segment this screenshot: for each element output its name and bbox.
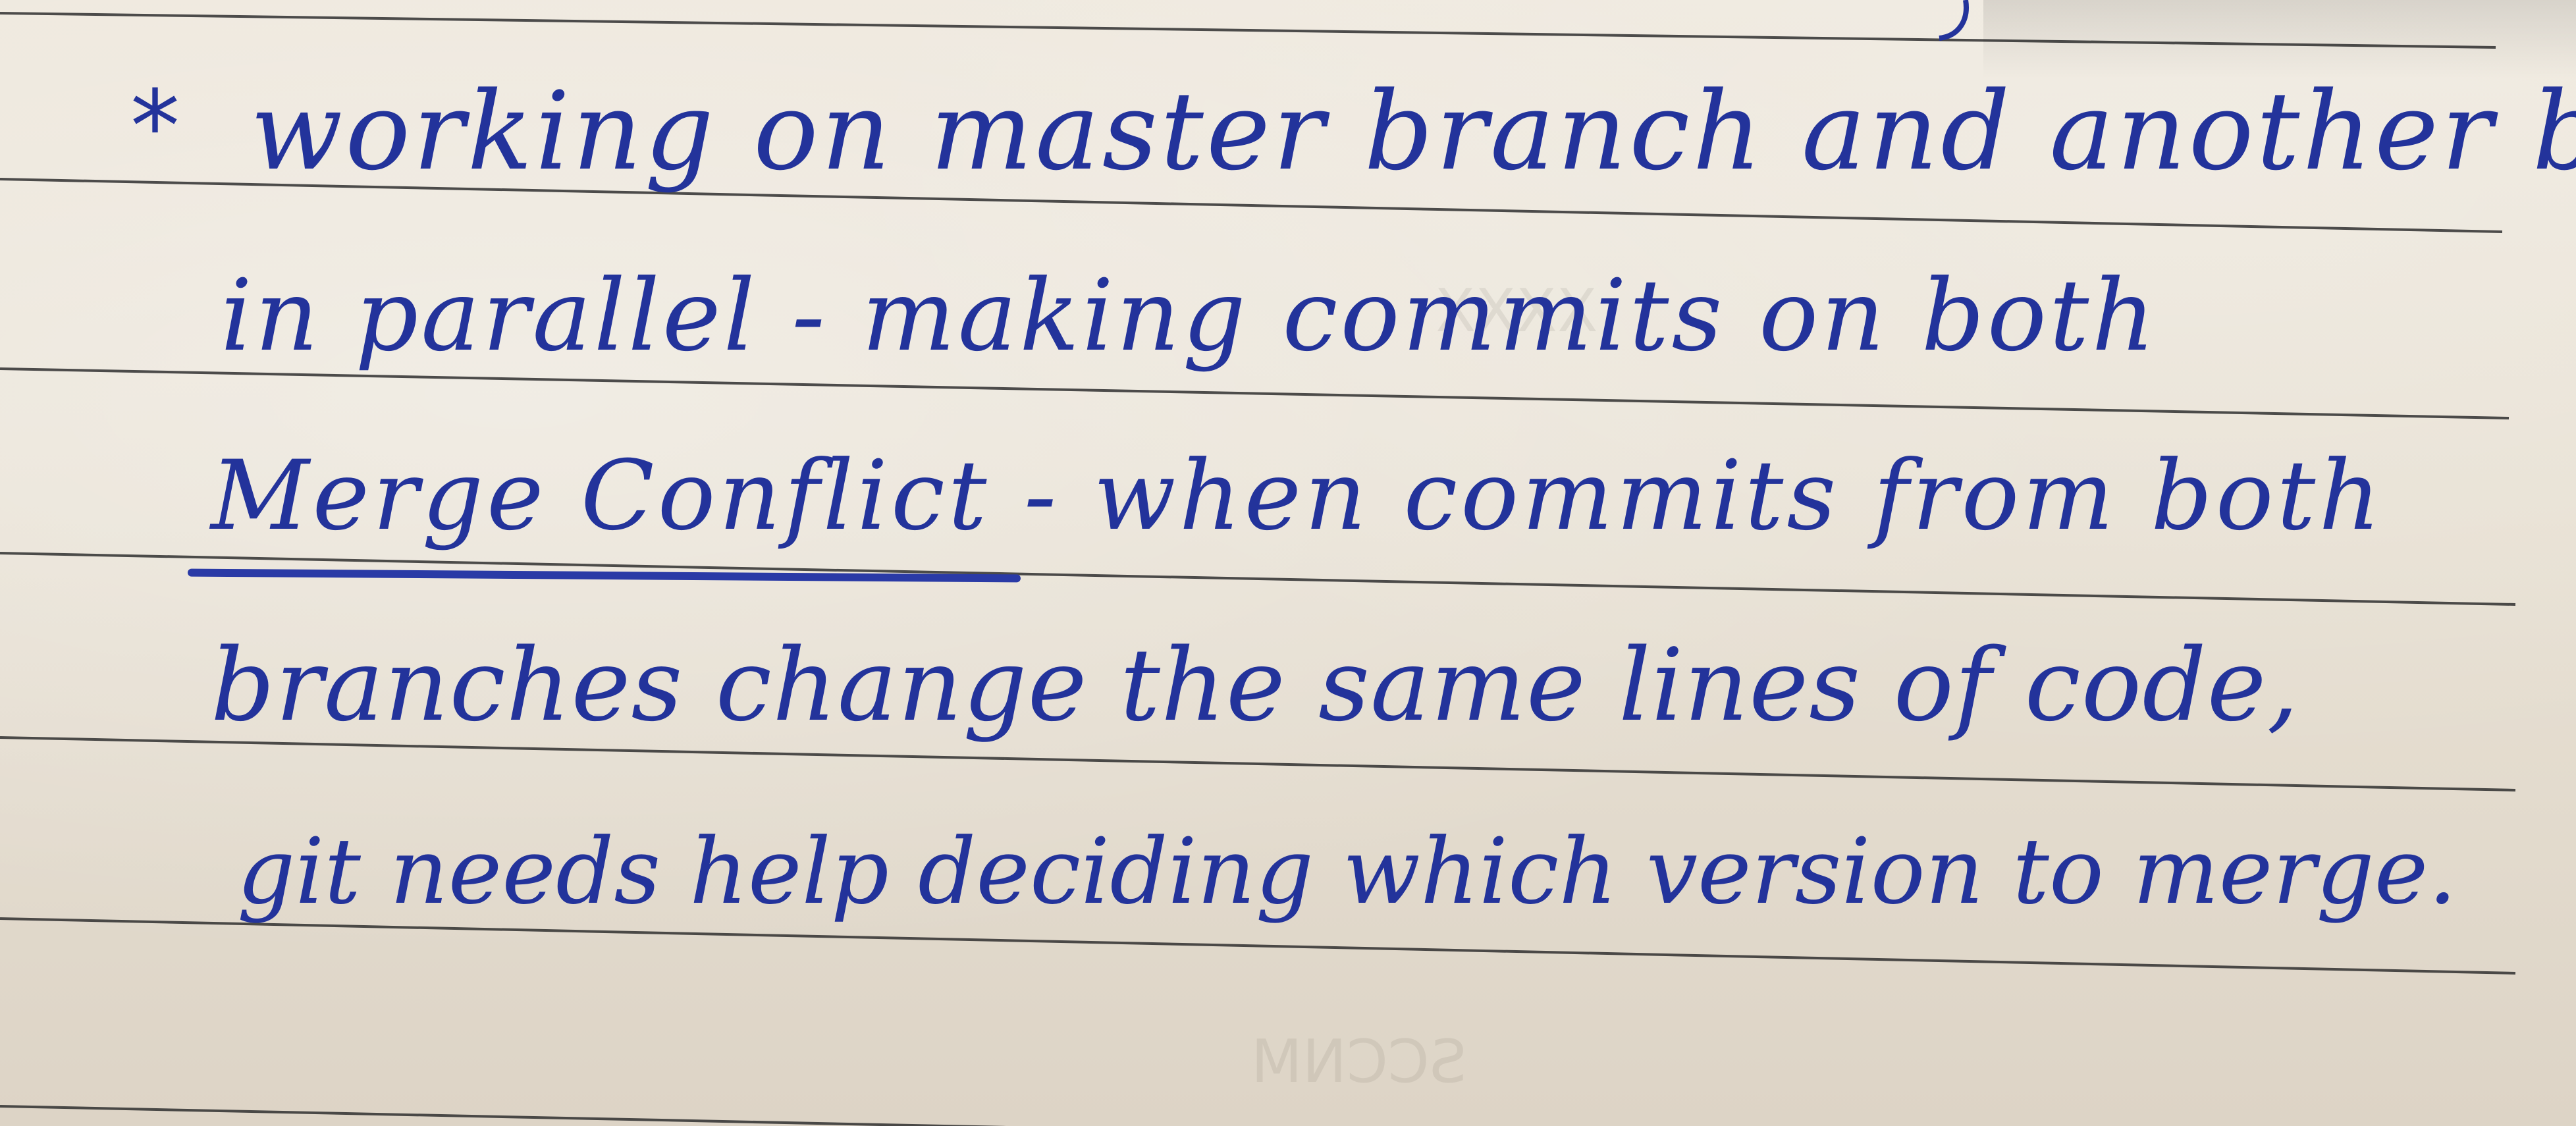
note-line-4: branches change the same lines of code, bbox=[211, 627, 2299, 743]
ruled-line-3 bbox=[0, 367, 2509, 419]
bleed-through-text: SCCNM bbox=[1251, 1027, 1467, 1096]
ruled-line-4 bbox=[0, 552, 2516, 606]
note-line-2: in parallel - making commits on both bbox=[221, 259, 2158, 373]
ink-stroke-top bbox=[1939, 0, 1969, 41]
ruled-line-1 bbox=[0, 12, 2496, 49]
note-line-5: git needs help deciding which version to… bbox=[237, 818, 2457, 925]
ruled-line-6 bbox=[0, 917, 2516, 975]
bullet-asterisk: * bbox=[130, 70, 180, 184]
note-line-3: Merge Conflict - when commits from both bbox=[211, 440, 2384, 552]
ruled-line-5 bbox=[0, 736, 2516, 791]
page-shadow bbox=[1983, 0, 2576, 79]
ruled-line-2 bbox=[0, 178, 2503, 233]
ruled-line-7 bbox=[0, 1105, 1007, 1126]
note-line-1: working on master branch and another bra… bbox=[250, 68, 2576, 194]
